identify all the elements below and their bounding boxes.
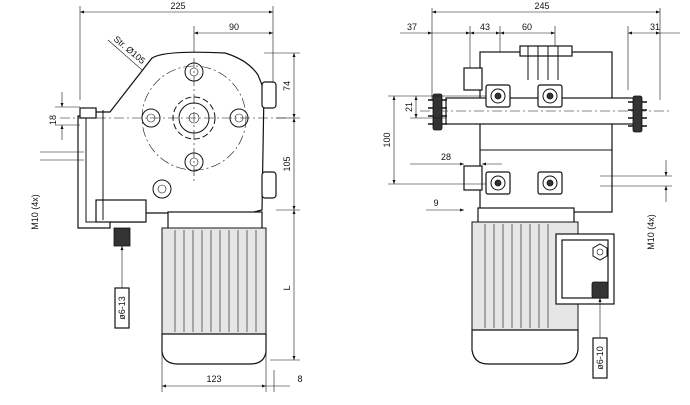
label-31: 31 [650,22,660,32]
label-9: 9 [433,198,438,208]
label-100: 100 [382,132,392,147]
gearbox-housing-right [420,45,672,213]
label-90: 90 [229,22,239,32]
label-43: 43 [480,22,490,32]
label-cable-right: ø6-10 [595,346,605,370]
label-8: 8 [297,374,302,384]
bolt-holes-left [141,62,249,199]
sprocket-gear-icon [172,96,216,140]
cooling-fins-right [484,224,549,328]
dim-right-top: 245 37 43 60 31 [400,1,680,100]
motor-right [471,207,615,365]
label-37: 37 [407,22,417,32]
dim-left-18: 18 [48,92,80,140]
label-thread-left: M10 (4x) [30,194,40,230]
label-cable-left: ø6-13 [117,296,127,320]
label-thread-right: M10 (4x) [646,214,656,250]
cooling-fins-left [174,230,257,332]
motor-left [161,211,267,365]
label-225: 225 [170,1,185,11]
label-L: L [282,285,292,290]
label-21: 21 [404,102,414,112]
sprocket-left-icon [428,93,447,131]
cable-gland-left: ø6-13 [113,227,131,329]
left-view: 225 90 Str. Ø105 [30,1,303,392]
label-123: 123 [206,374,221,384]
label-60: 60 [522,22,532,32]
dim-left-vertical: 74 105 L [264,52,300,361]
cable-gland-right: ø6-10 [592,298,608,379]
label-18: 18 [48,115,58,125]
gearbox-housing-left [60,51,290,229]
label-pitch-circle: Str. Ø105 [112,34,148,66]
label-74: 74 [282,81,292,91]
sprocket-right-icon [628,95,647,133]
bolt-heads-right [485,84,563,195]
label-28: 28 [441,152,451,162]
label-245: 245 [534,1,549,11]
right-view: 245 37 43 60 31 [382,1,680,379]
label-105: 105 [282,156,292,171]
dim-left-bottom: 123 8 [161,340,303,392]
